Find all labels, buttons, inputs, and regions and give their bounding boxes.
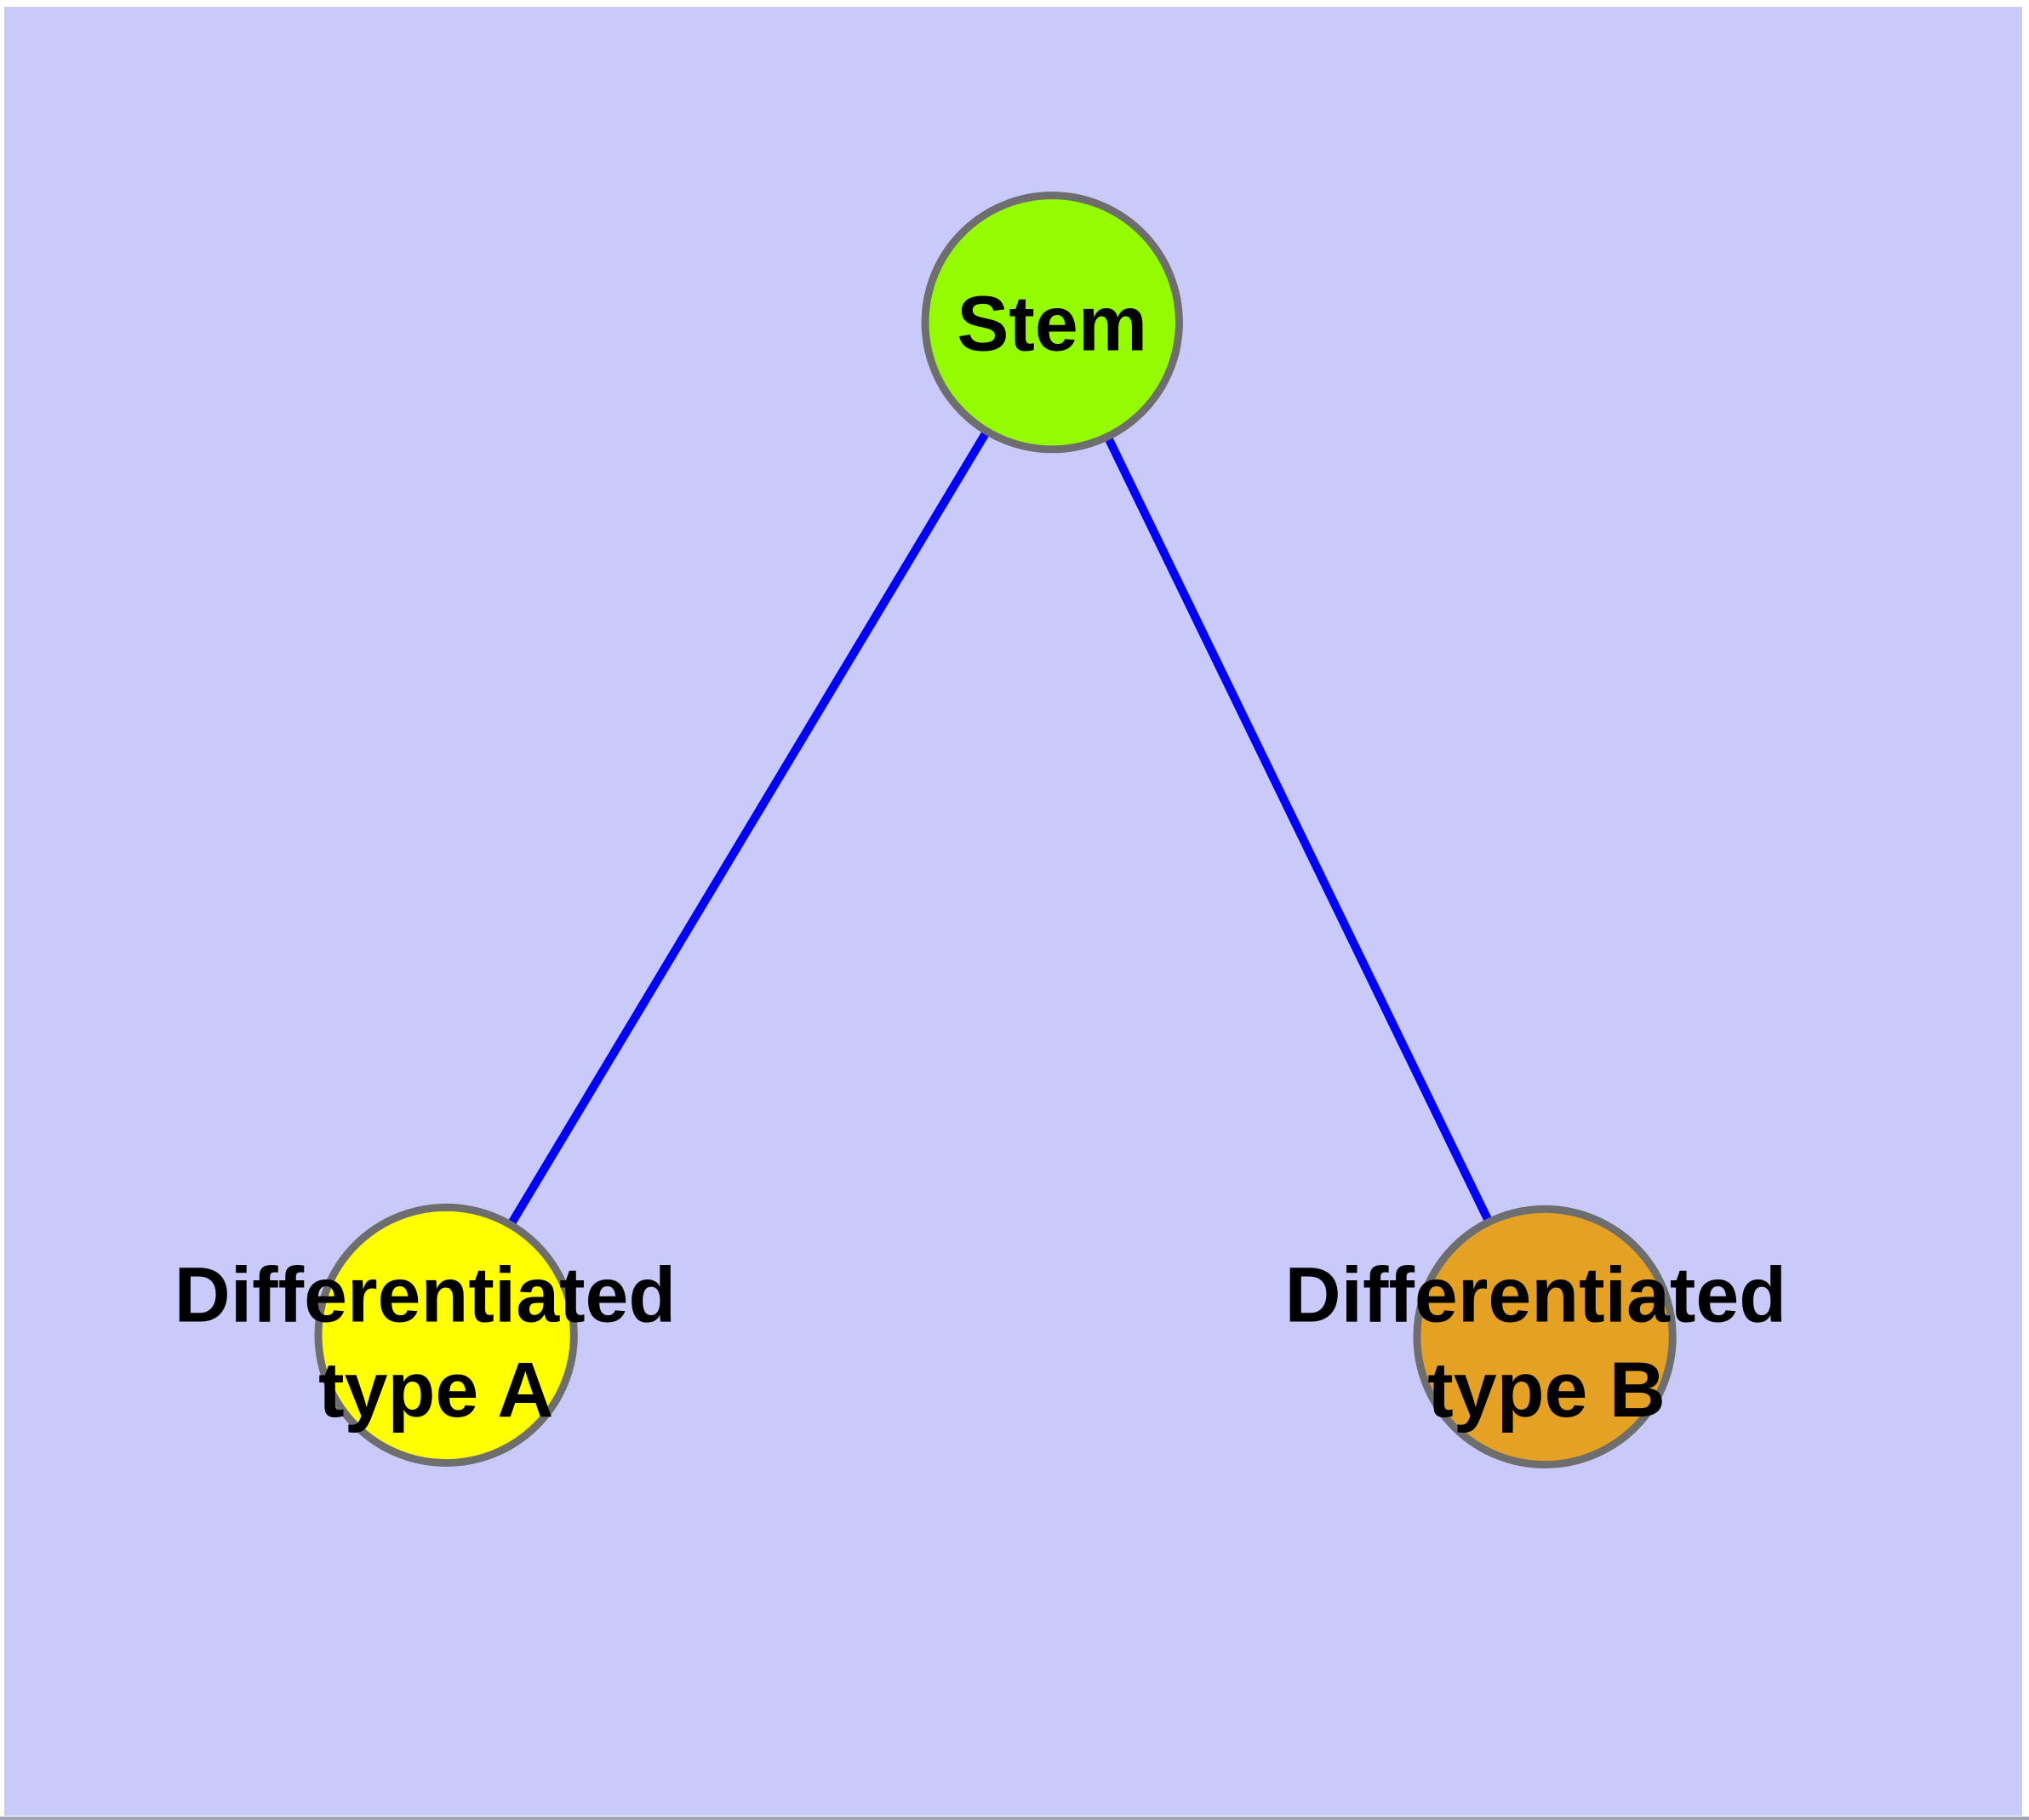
differentiated-type-b-node-label: Differentiated type B	[1285, 1252, 1809, 1434]
differentiated-type-a-node-label: Differentiated type A	[174, 1252, 698, 1434]
differentiated-type-a-label-line2: type A	[318, 1347, 553, 1434]
differentiated-type-a-label-line1: Differentiated	[174, 1252, 677, 1339]
node-differentiated-type-a[interactable]: Differentiated type A	[174, 1203, 698, 1468]
graph-canvas: Stem Differentiated type A Differentiate…	[4, 7, 2022, 1816]
stem-node-circle[interactable]	[921, 192, 1183, 454]
node-stem[interactable]: Stem	[921, 192, 1183, 454]
edge-layer	[440, 320, 1549, 1339]
edge-stem-to-type-a	[440, 320, 1056, 1338]
stem-node-label: Stem	[957, 281, 1147, 368]
differentiated-type-b-label-line1: Differentiated	[1285, 1252, 1787, 1339]
differentiated-type-b-label-line2: type B	[1427, 1347, 1666, 1434]
differentiated-type-b-node-circle[interactable]	[1413, 1205, 1677, 1468]
differentiated-type-a-node-circle[interactable]	[314, 1203, 578, 1468]
edge-stem-to-type-b	[1048, 320, 1549, 1339]
graph-svg: Stem Differentiated type A Differentiate…	[174, 192, 1809, 1468]
canvas-bottom-edge	[0, 1817, 2029, 1820]
node-differentiated-type-b[interactable]: Differentiated type B	[1285, 1205, 1809, 1468]
